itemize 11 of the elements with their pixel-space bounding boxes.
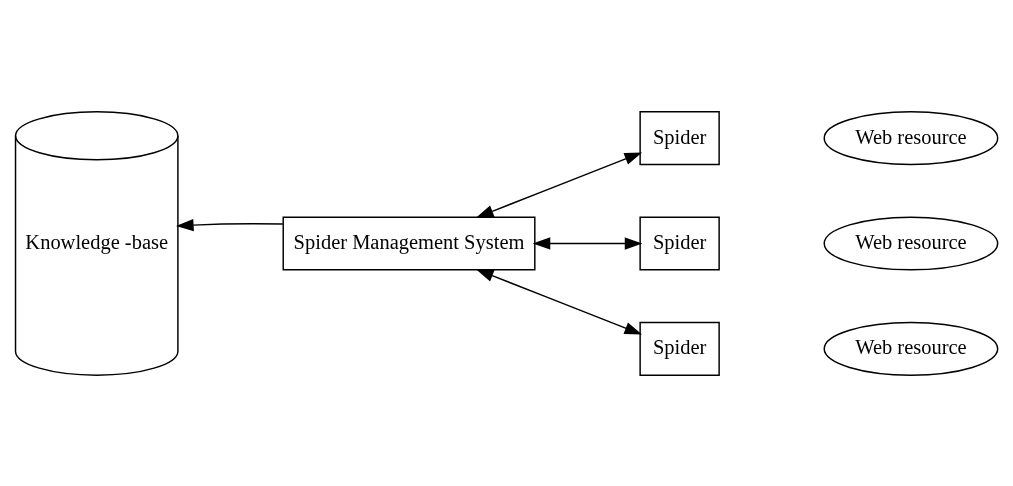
arrow — [176, 218, 284, 231]
node-box: Spider — [639, 110, 720, 165]
node-box: Spider — [639, 321, 720, 376]
node-box: Spider — [639, 215, 720, 271]
node-ellipse: Web resource — [823, 110, 999, 165]
node-box: Spider Management System — [282, 215, 536, 271]
arrow — [475, 151, 643, 218]
node-ellipse: Web resource — [823, 215, 999, 271]
arrow — [475, 268, 643, 335]
node-ellipse: Web resource — [823, 321, 999, 376]
arrow — [532, 236, 643, 250]
